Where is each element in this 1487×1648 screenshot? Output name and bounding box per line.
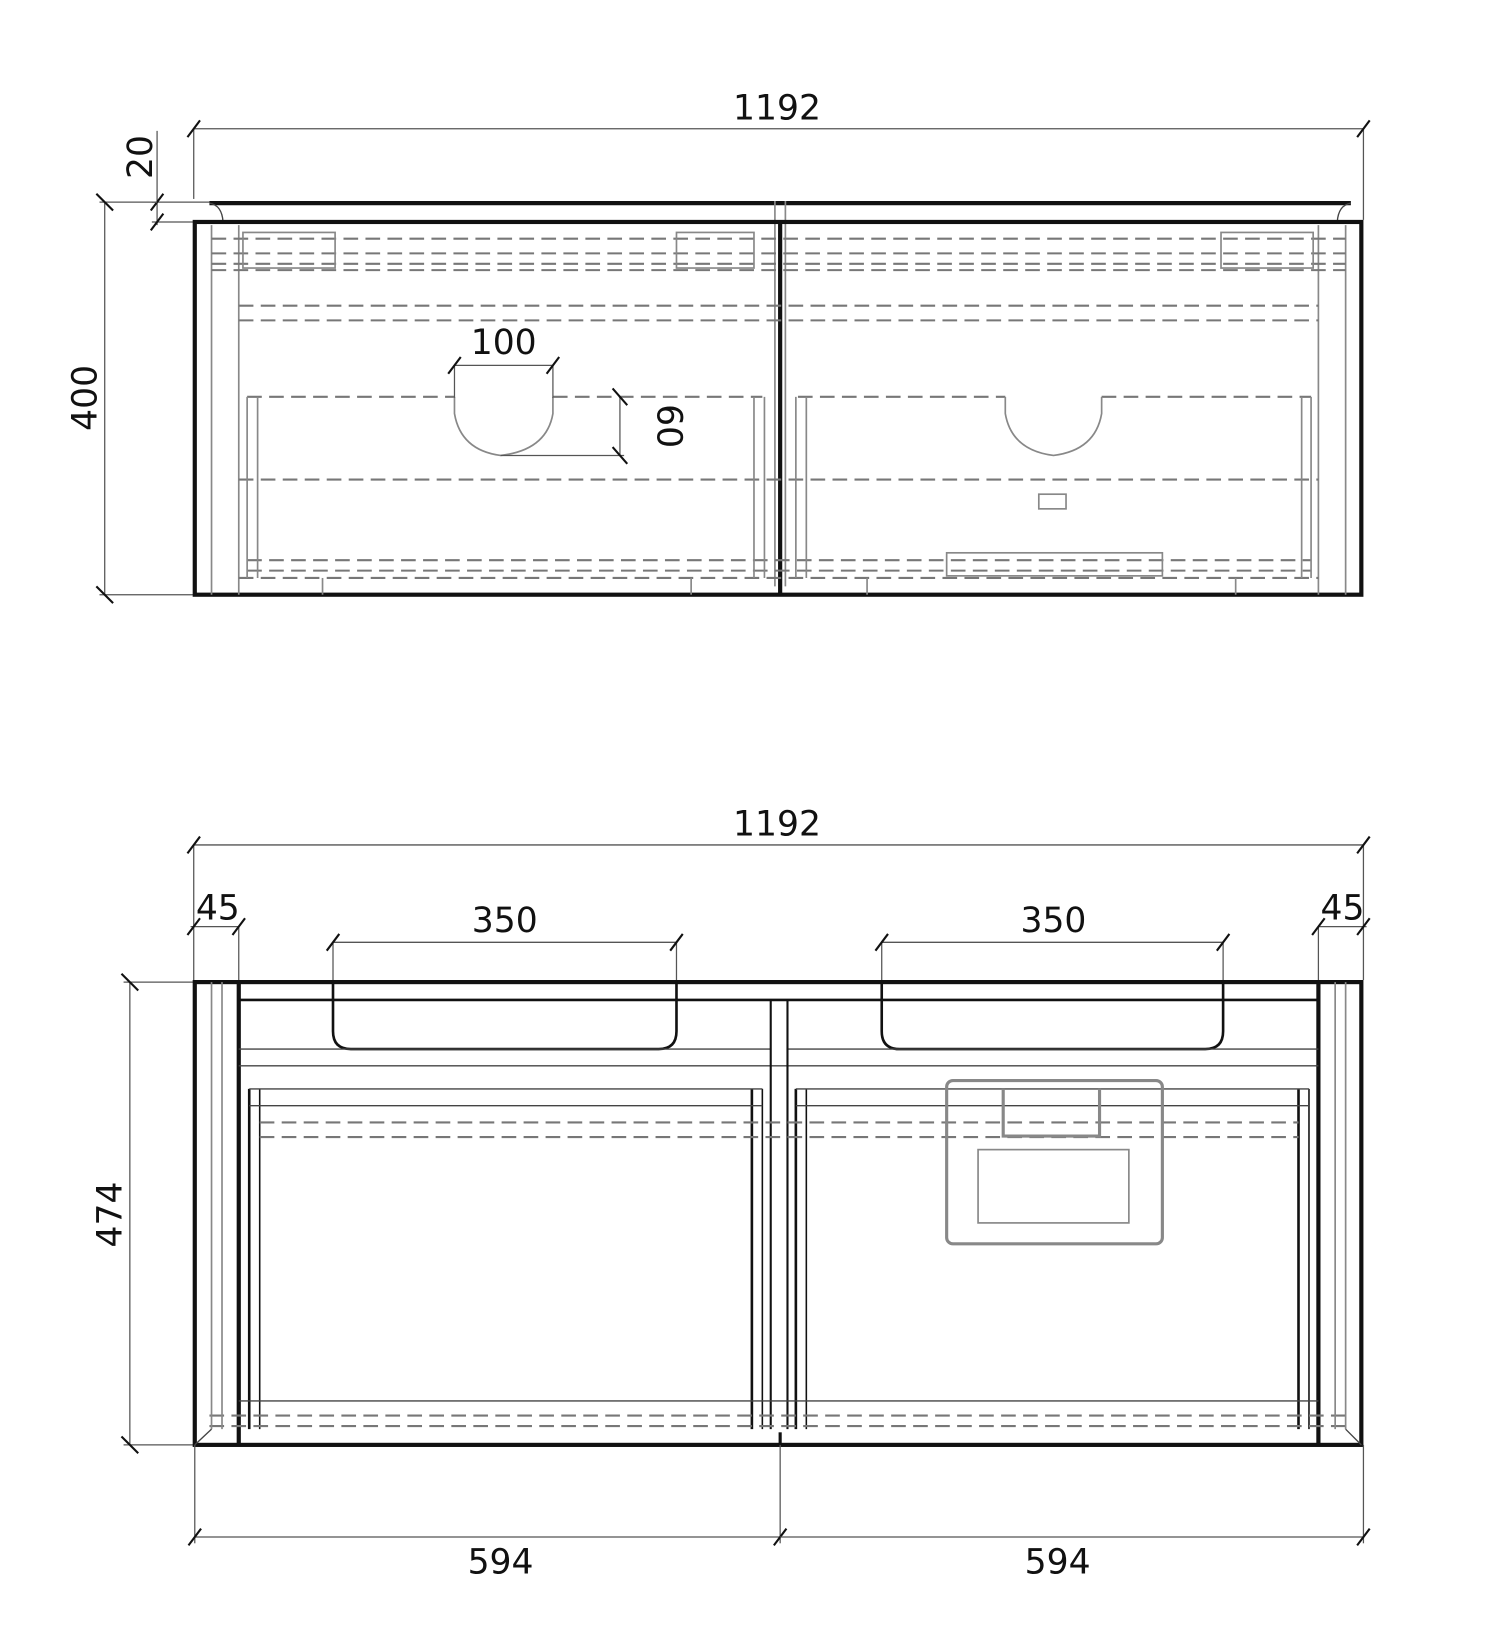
right-side-label: 45 <box>1321 888 1365 928</box>
right-side-dimension: 45 <box>1311 888 1371 985</box>
plan-width-label: 1192 <box>733 805 821 845</box>
right-basin-label: 350 <box>1020 901 1086 941</box>
cutout-width-label: 100 <box>471 323 537 363</box>
left-module-label: 594 <box>468 1543 534 1583</box>
left-side-label: 45 <box>196 888 240 928</box>
left-basin-label: 350 <box>472 901 538 941</box>
top-thickness-label: 20 <box>121 135 161 179</box>
plan-cabinet-body <box>192 980 1364 1447</box>
front-width-dimension: 1192 <box>186 88 1371 220</box>
right-module-label: 594 <box>1025 1543 1091 1583</box>
hinge-mechanism <box>945 551 1164 577</box>
cutout-depth-label: 60 <box>649 404 689 448</box>
left-module-dimension: 594 <box>187 1444 788 1583</box>
plan-width-dimension: 1192 <box>186 805 1371 981</box>
front-height-dimension: 400 <box>65 192 195 604</box>
plan-depth-dimension: 474 <box>90 972 195 1454</box>
left-basin-dimension: 350 <box>325 901 684 1006</box>
front-height-label: 400 <box>65 365 105 431</box>
plan-depth-label: 474 <box>90 1182 130 1248</box>
front-width-label: 1192 <box>733 88 821 128</box>
front-hidden-lines <box>210 225 1347 595</box>
plan-inner-lines <box>194 982 1362 1446</box>
cutout-width-dimension: 100 <box>447 323 561 398</box>
top-thickness-dimension: 20 <box>121 130 210 231</box>
drain-box <box>1037 493 1067 510</box>
cutout-depth-dimension: 60 <box>500 387 689 465</box>
left-side-dimension: 45 <box>186 888 246 985</box>
right-module-dimension: 594 <box>780 1444 1371 1583</box>
countertop <box>209 201 1352 587</box>
right-basin-outline <box>880 982 1225 1051</box>
right-basin-dimension: 350 <box>874 901 1231 1006</box>
siphon-trap <box>945 1078 1164 1246</box>
plan-view: 1192 45 45 350 <box>90 805 1371 1583</box>
front-view: 1192 20 400 <box>65 88 1371 604</box>
left-basin-outline <box>331 982 678 1051</box>
